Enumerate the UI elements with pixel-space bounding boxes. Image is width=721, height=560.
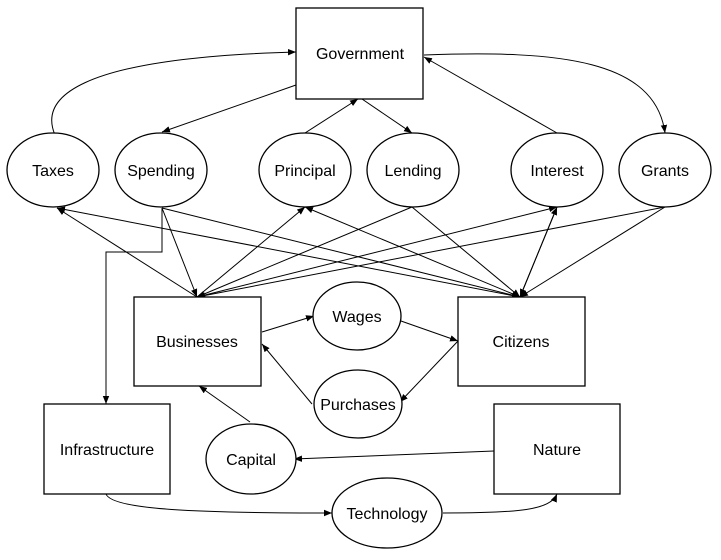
edge-infrastructure-to-technology [105,493,333,517]
node-interest-label: Interest [530,163,584,180]
node-technology-label: Technology [347,506,428,523]
node-businesses: Businesses [133,296,262,387]
edge-spending-to-businesses [161,207,198,298]
node-spending: Spending [114,132,208,208]
edge-grants-to-citizens [519,206,666,298]
edge-taxes-to-government [51,49,297,136]
node-capital: Capital [205,423,297,495]
edge-lending-to-citizens [411,206,521,298]
edge-interest-to-citizens [519,206,558,298]
edge-interest-to-government [423,56,558,134]
node-lending: Lending [366,132,460,208]
node-nature-label: Nature [533,442,581,459]
node-grants-label: Grants [641,163,689,180]
node-infrastructure: Infrastructure [43,403,171,495]
node-infrastructure-label: Infrastructure [60,442,154,459]
node-grants: Grants [618,132,712,208]
edge-purchases-to-businesses [261,343,313,405]
edge-spending-to-citizens [161,207,521,299]
edge-businesses-to-interest [196,205,558,298]
edge-citizens-to-principal [304,206,521,298]
edge-businesses-to-wages [261,315,315,333]
edge-technology-to-nature [442,493,558,514]
edge-wages-to-citizens [400,320,459,342]
nodes: Government Taxes Spending Principal Lend… [6,7,712,549]
node-citizens: Citizens [457,296,586,387]
edge-spending-to-infrastructure [102,208,163,404]
edge-government-to-lending [361,98,413,134]
node-principal-label: Principal [274,163,335,180]
node-government-label: Government [316,46,405,63]
edges [51,49,668,517]
node-wages: Wages [312,281,402,351]
node-interest: Interest [510,132,604,208]
node-taxes-label: Taxes [32,163,74,180]
node-government: Government [295,7,424,100]
node-principal: Principal [258,132,352,208]
node-purchases: Purchases [313,369,403,439]
node-purchases-label: Purchases [320,397,396,414]
node-businesses-label: Businesses [156,334,238,351]
edge-nature-to-capital [293,450,495,462]
node-lending-label: Lending [385,163,442,180]
edge-grants-to-businesses [196,206,666,299]
node-wages-label: Wages [332,309,381,326]
edge-citizens-to-purchases [399,340,459,403]
edge-businesses-to-principal [196,206,306,298]
edge-citizens-to-taxes [56,206,521,298]
edge-lending-to-businesses [196,206,413,298]
edge-principal-to-government [304,98,359,134]
node-citizens-label: Citizens [493,334,550,351]
node-capital-label: Capital [226,452,276,469]
edge-government-to-grants [423,53,668,134]
node-technology: Technology [331,477,443,549]
edge-capital-to-businesses [198,385,251,423]
edge-government-to-spending [161,84,297,133]
node-spending-label: Spending [127,163,195,180]
node-nature: Nature [493,403,621,495]
node-taxes: Taxes [6,132,100,208]
